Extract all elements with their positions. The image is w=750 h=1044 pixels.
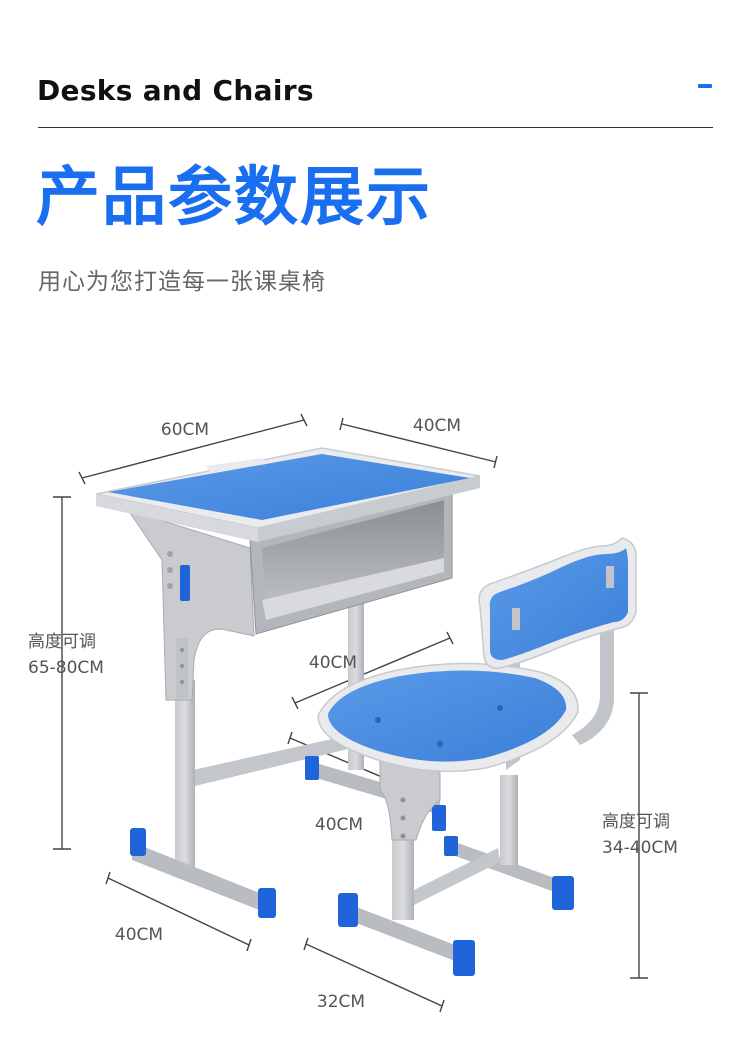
desk-width-label: 60CM: [160, 420, 210, 440]
chair: [317, 537, 637, 976]
desk: [95, 447, 481, 918]
chair-height-range: 34-40CM: [602, 838, 678, 858]
header-title: Desks and Chairs: [37, 74, 314, 107]
desk-height-label: 高度可调: [28, 632, 96, 652]
desk-height-range: 65-80CM: [28, 658, 104, 678]
header-accent-mark: [698, 84, 712, 88]
chair-seat-depth-label: 40CM: [314, 815, 364, 835]
desk-depth-label: 40CM: [412, 416, 462, 436]
chair-base-depth-label: 32CM: [316, 992, 366, 1012]
header-divider: [38, 127, 713, 128]
page-subtitle: 用心为您打造每一张课桌椅: [38, 269, 326, 295]
chair-seat-width-label: 40CM: [308, 653, 358, 673]
chair-height-label: 高度可调: [602, 812, 670, 832]
page-title: 产品参数展示: [36, 161, 432, 235]
desk-base-depth-label: 40CM: [114, 925, 164, 945]
height-adjust-knob: [180, 565, 190, 601]
